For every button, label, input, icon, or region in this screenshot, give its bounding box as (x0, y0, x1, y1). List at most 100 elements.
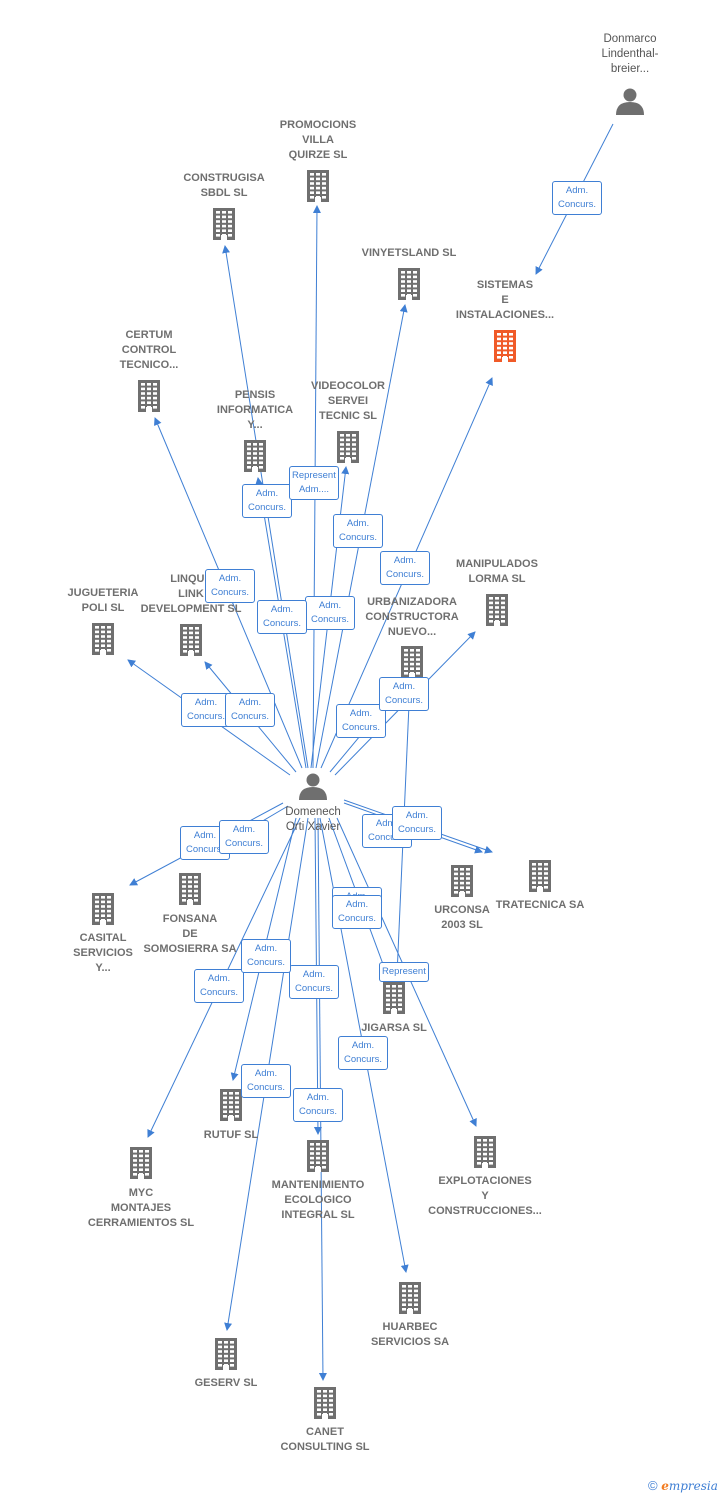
building-icon[interactable] (130, 1147, 152, 1179)
relation-tag-domenech-to-explotaciones[interactable]: Adm.Concurs. (332, 895, 382, 929)
relation-tag-line: Adm. (238, 697, 262, 708)
node-label-vinyetsland[interactable]: VINYETSLAND SL (344, 246, 474, 261)
node-label-line: CERTUM (125, 329, 173, 341)
building-icon[interactable] (213, 208, 235, 240)
node-label-line: INFORMATICA (216, 404, 294, 416)
node-label-line: FONSANA (162, 913, 218, 925)
relation-tag-domenech-to-huarbec[interactable]: Adm.Concurs. (338, 1036, 388, 1070)
building-icon[interactable] (383, 982, 405, 1014)
building-icon[interactable] (398, 268, 420, 300)
node-label-line: Lindenthal- (601, 48, 659, 60)
relation-tag-line: Concurs. (298, 1106, 337, 1117)
node-label-line: SERVICIOS (73, 947, 133, 959)
relation-tag-line: Concurs. (557, 199, 596, 210)
building-icon[interactable] (494, 330, 516, 362)
building-icon[interactable] (92, 893, 114, 925)
relation-tag-domenech-to-videocolor[interactable]: Represent.Adm.... (289, 466, 339, 500)
relation-tag-domenech-to-manipulados[interactable]: Adm.Concurs. (379, 677, 429, 711)
relation-tag-domenech-to-mantenimiento[interactable]: Adm.Concurs. (289, 965, 339, 999)
node-label-line: MANTENIMIENTO (271, 1179, 365, 1191)
building-icon[interactable] (486, 594, 508, 626)
node-label-jigarsa[interactable]: JIGARSA SL (329, 1021, 459, 1036)
node-label-line: SBDL SL (200, 187, 248, 199)
building-icon[interactable] (179, 873, 201, 905)
building-icon[interactable] (180, 624, 202, 656)
relation-tag-line: Adm. (254, 943, 278, 954)
relation-tag-domenech-to-canet[interactable]: Adm.Concurs. (293, 1088, 343, 1122)
building-icon[interactable] (220, 1089, 242, 1121)
building-icon[interactable] (451, 865, 473, 897)
relation-tag-line: Adm. (351, 1040, 375, 1051)
relation-tag-domenech-to-linque[interactable]: Adm.Concurs. (225, 693, 275, 727)
building-icon[interactable] (307, 170, 329, 202)
relation-tag-domenech-to-rutuf[interactable]: Adm.Concurs. (241, 1064, 291, 1098)
relation-tag-domenech-to-jugueteria[interactable]: Adm. Concurs. (181, 693, 231, 727)
relation-tag-domenech-to-geserv[interactable]: Adm.Concurs. (241, 939, 291, 973)
node-label-line: TECNICO... (119, 359, 179, 371)
building-icon[interactable] (215, 1338, 237, 1370)
node-label-line: Y... (247, 419, 263, 431)
relation-tag-line: Adm. (194, 697, 218, 708)
relation-tag-domenech-to-promocions[interactable]: Adm.Concurs. (305, 596, 355, 630)
person-icon[interactable] (616, 88, 644, 116)
relation-tag-domenech-to-fonsana[interactable]: Adm.Concurs. (219, 820, 269, 854)
copyright-symbol: © (648, 1478, 658, 1493)
building-icon[interactable] (314, 1387, 336, 1419)
relation-tag-line: Adm. (405, 810, 429, 821)
building-icon[interactable] (474, 1136, 496, 1168)
relation-tag-domenech-to-myc[interactable]: Adm.Concurs. (194, 969, 244, 1003)
building-icon[interactable] (138, 380, 160, 412)
relation-tag-domenech-to-vinyetsland[interactable]: Adm.Concurs. (333, 514, 383, 548)
node-label-rutuf[interactable]: RUTUF SL (166, 1128, 296, 1143)
node-label-geserv[interactable]: GESERV SL (161, 1376, 291, 1391)
node-label-line: TRATECNICA SA (495, 899, 585, 911)
node-label-line: VINYETSLAND SL (361, 247, 457, 259)
relation-tag-line: Adm. (218, 573, 242, 584)
relation-tag-line: Concurs. (262, 618, 301, 629)
relation-tag-line: Concurs. (337, 913, 376, 924)
building-icon[interactable] (244, 440, 266, 472)
relation-tag-line: Concurs. (186, 711, 225, 722)
relation-tag-donmarco-to-sistemas[interactable]: Adm.Concurs. (552, 181, 602, 215)
relation-tag-domenech-to-construgisa[interactable]: Adm.Concurs. (205, 569, 255, 603)
building-icon[interactable] (401, 646, 423, 678)
building-icon[interactable] (337, 431, 359, 463)
relation-tag-line: Represent. (292, 470, 336, 481)
relation-tag-domenech-to-sistemas[interactable]: Adm.Concurs. (380, 551, 430, 585)
building-icon[interactable] (399, 1282, 421, 1314)
relation-tag-jigarsa-to-urbanizadora[interactable]: Represent. (379, 962, 429, 982)
relation-tag-line: Adm. (349, 708, 373, 719)
building-icon[interactable] (529, 860, 551, 892)
node-label-line: VILLA (302, 134, 334, 146)
building-icon[interactable] (307, 1140, 329, 1172)
relation-tag-domenech-to-pensis[interactable]: Adm.Concurs. (257, 600, 307, 634)
relation-tag-domenech-to-tratecnica[interactable]: Adm.Concurs. (392, 806, 442, 840)
person-icon[interactable] (299, 773, 327, 801)
relation-tag-domenech-to-urbanizadora[interactable]: Adm.Concurs. (336, 704, 386, 738)
node-label-line: ECOLOGICO (284, 1194, 352, 1206)
node-label-tratecnica[interactable]: TRATECNICA SA (475, 898, 605, 913)
building-icon[interactable] (92, 623, 114, 655)
node-label-line: MYC (128, 1187, 154, 1199)
relation-tag-domenech-to-certum[interactable]: Adm.Concurs. (242, 484, 292, 518)
